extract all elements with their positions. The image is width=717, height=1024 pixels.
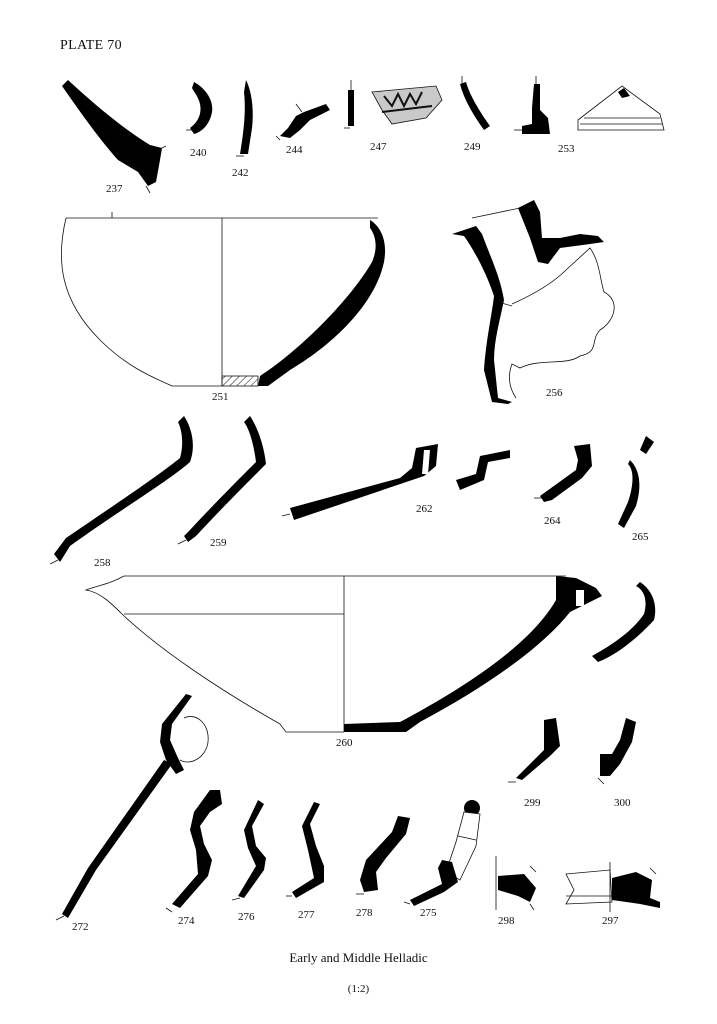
sherd-label: 249	[464, 141, 481, 153]
plate-caption: Early and Middle Helladic	[289, 950, 428, 965]
sherd-240: 240	[186, 82, 213, 159]
sherd-label: 251	[212, 391, 229, 403]
sherd-label: 277	[298, 909, 315, 921]
sherd-259: 259	[177, 416, 266, 549]
vessel-260: 260	[84, 575, 602, 749]
sherd-277: 277	[286, 802, 324, 921]
sherd-label: 253	[558, 143, 575, 155]
sherd-262b	[456, 450, 510, 490]
sherd-label: 240	[190, 147, 207, 159]
sherd-274: 274	[165, 790, 222, 927]
sherd-262: 262	[281, 444, 438, 520]
sherd-260b	[592, 582, 656, 662]
sherd-label: 264	[544, 515, 561, 527]
vessel-251: 251	[61, 212, 386, 403]
sherd-275: 275	[403, 800, 481, 919]
sherd-label: 300	[614, 797, 631, 809]
sherd-label: 275	[420, 907, 437, 919]
sherd-label: 237	[106, 183, 123, 195]
sherd-298: 298	[495, 856, 537, 927]
sherd-244: 244	[275, 103, 330, 156]
sherd-249: 249	[460, 76, 490, 153]
sherd-label: 260	[336, 737, 353, 749]
sherd-264: 264	[534, 444, 592, 527]
sherd-label: 297	[602, 915, 619, 927]
sherd-label: 274	[178, 915, 195, 927]
sherd-label: 244	[286, 144, 303, 156]
sherd-label: 262	[416, 503, 433, 515]
sherd-265: 265	[618, 436, 654, 543]
sherd-258: 258	[49, 416, 193, 569]
sherd-label: 265	[632, 531, 649, 543]
sherd-237: 237	[62, 80, 167, 195]
sherd-247-line	[344, 80, 354, 129]
sherd-253-profile: 253	[514, 76, 575, 155]
sherd-272: 272	[55, 694, 209, 933]
sherd-label: 298	[498, 915, 515, 927]
sherd-label: 299	[524, 797, 541, 809]
sherd-label: 258	[94, 557, 111, 569]
plate-title: PLATE 70	[60, 38, 122, 53]
sherd-label: 242	[232, 167, 249, 179]
sherd-label: 259	[210, 537, 227, 549]
sherd-label: 272	[72, 921, 89, 933]
sherd-278: 278	[356, 816, 410, 919]
sherd-253-view	[577, 85, 665, 131]
sherd-label: 247	[370, 141, 387, 153]
sherd-label: 276	[238, 911, 255, 923]
sherd-276: 276	[231, 800, 266, 923]
scale-note: (1:2)	[347, 983, 370, 995]
vessel-256: 256	[452, 200, 615, 404]
sherd-247: 247	[370, 85, 443, 153]
sherd-label: 256	[546, 387, 563, 399]
sherd-299: 299	[508, 718, 560, 809]
sherd-300: 300	[597, 718, 636, 809]
sherd-242: 242	[232, 80, 253, 179]
sherd-label: 278	[356, 907, 373, 919]
sherd-297: 297	[565, 862, 660, 927]
